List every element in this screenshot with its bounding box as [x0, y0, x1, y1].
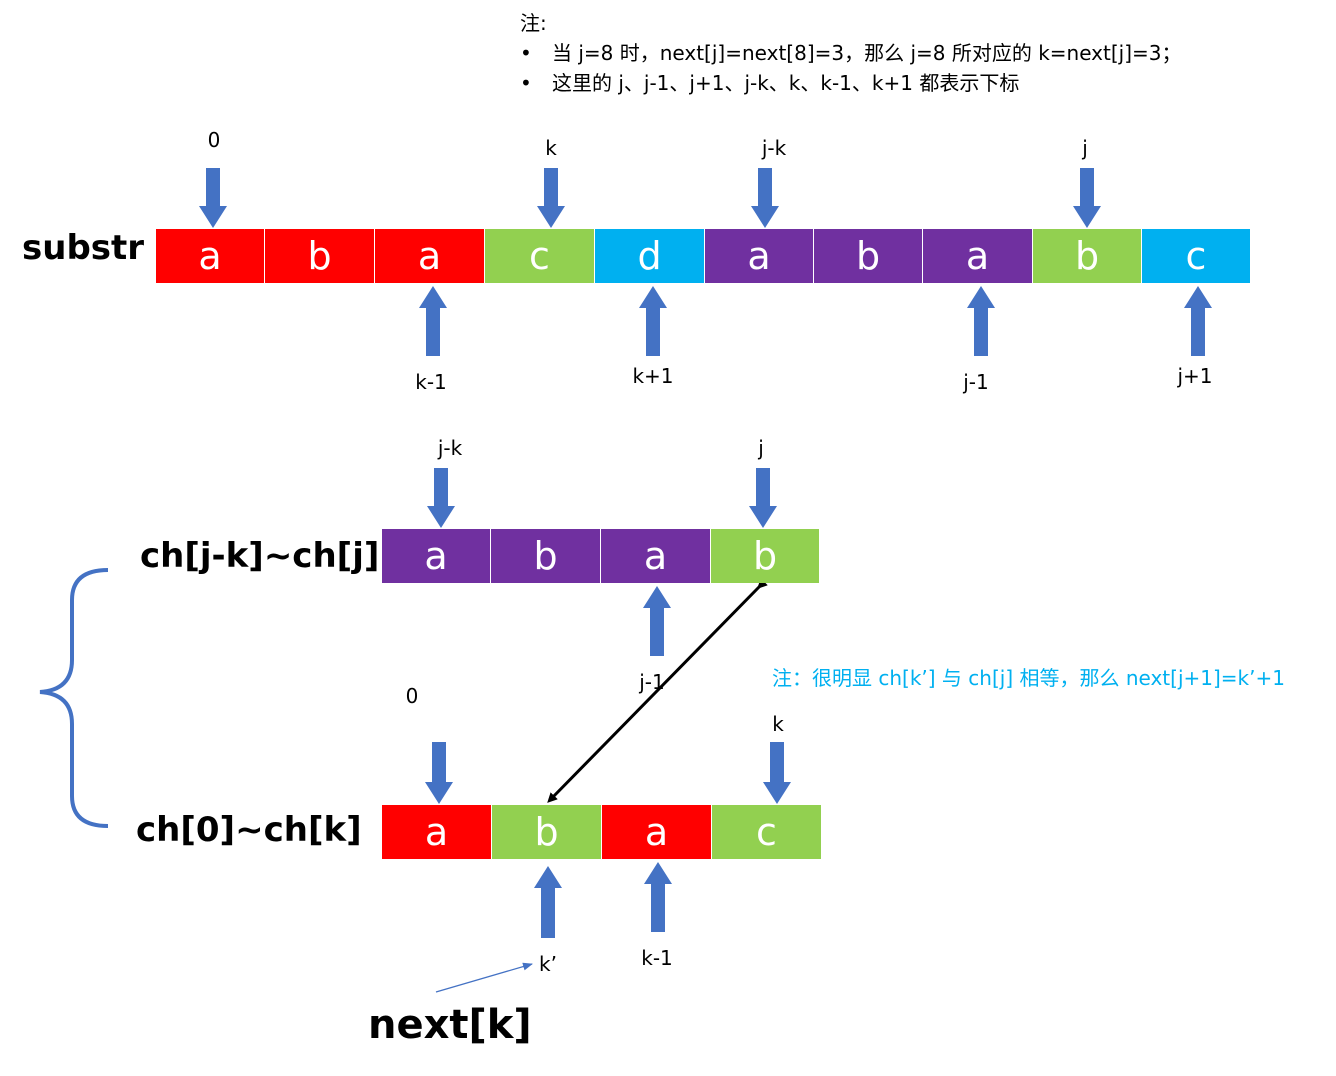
substr-cell-0: a: [156, 229, 265, 283]
curly-brace: [39, 568, 109, 828]
rowjk-arrow-j-1: [643, 586, 671, 656]
row0k-top-label-0: 0: [405, 684, 419, 708]
equality-connector: [547, 578, 768, 803]
rowjk-cell-2: a: [601, 529, 711, 583]
substr-top-label-j: j: [1082, 136, 1088, 160]
row0k-cell-0: a: [382, 805, 492, 859]
substr-bottom-label-k-1: k-1: [415, 370, 447, 394]
substr-cell-9: c: [1142, 229, 1251, 283]
rowjk-top-label-j: j: [758, 436, 764, 460]
top-note: 注: • 当 j=8 时，next[j]=next[8]=3，那么 j=8 所对应…: [520, 8, 1300, 98]
rowjk-arrow-j-k: [427, 468, 455, 528]
substr-arrow-k-1: [419, 286, 447, 356]
substr-top-label-k: k: [545, 136, 557, 160]
substr-cell-1: b: [265, 229, 375, 283]
note-title: 注:: [520, 11, 547, 35]
row0k-bottom-label-k-1: k-1: [641, 946, 673, 970]
substr-arrow-k+1: [639, 286, 667, 356]
row0k-cell-3: c: [712, 805, 822, 859]
substr-label: substr: [22, 228, 145, 268]
rowjk-bottom-label-j-1: j-1: [639, 670, 665, 694]
substr-cell-6: b: [814, 229, 923, 283]
row0k-arrow-k-1: [644, 862, 672, 932]
note-bullet-1: • 当 j=8 时，next[j]=next[8]=3，那么 j=8 所对应的 k…: [520, 38, 1300, 68]
rowjk-top-label-j-k: j-k: [437, 436, 463, 460]
substr-arrow-k: [537, 168, 565, 228]
rowjk-cell-3: b: [711, 529, 820, 583]
substr-arrow-j+1: [1184, 286, 1212, 356]
substr-cell-4: d: [595, 229, 705, 283]
next-pointer: [435, 962, 533, 993]
substr-cell-7: a: [923, 229, 1033, 283]
row0k-arrow-0: [425, 742, 453, 804]
note-bullet-2: • 这里的 j、j-1、j+1、j-k、k、k-1、k+1 都表示下标: [520, 68, 1300, 98]
row0k-arrow-k: [763, 742, 791, 804]
rowjk-cell-0: a: [382, 529, 491, 583]
substr-arrow-j: [1073, 168, 1101, 228]
row0k-bottom-label-k-prime: k’: [539, 952, 557, 976]
substr-bottom-label-j+1: j+1: [1177, 364, 1213, 388]
row-jk-label: ch[j-k]~ch[j]: [140, 536, 380, 576]
substr-bottom-label-k+1: k+1: [632, 364, 674, 388]
cyan-note: 注：很明显 ch[k’] 与 ch[j] 相等，那么 next[j+1]=k’+…: [772, 666, 1285, 690]
substr-cell-5: a: [705, 229, 814, 283]
substr-arrow-j-1: [967, 286, 995, 356]
row0k-top-label-k: k: [772, 712, 784, 736]
substr-cell-2: a: [375, 229, 485, 283]
substr-arrow-j-k: [751, 168, 779, 228]
substr-cell-3: c: [485, 229, 595, 283]
bullet-dot-icon: •: [520, 71, 532, 95]
substr-bottom-label-j-1: j-1: [963, 370, 989, 394]
next-k-label: next[k]: [368, 1002, 532, 1048]
row0k-cell-1: b: [492, 805, 602, 859]
row0k-cell-2: a: [602, 805, 712, 859]
note-bullet-1-text: 当 j=8 时，next[j]=next[8]=3，那么 j=8 所对应的 k=…: [552, 41, 1182, 65]
rowjk-cell-1: b: [491, 529, 601, 583]
substr-arrow-0: [199, 168, 227, 228]
row-0k-label: ch[0]~ch[k]: [136, 810, 362, 850]
bullet-dot-icon: •: [520, 41, 532, 65]
substr-cell-8: b: [1033, 229, 1142, 283]
row0k-arrow-k-prime: [534, 866, 562, 938]
substr-top-label-0: 0: [207, 128, 221, 152]
rowjk-arrow-j: [749, 468, 777, 528]
note-bullet-2-text: 这里的 j、j-1、j+1、j-k、k、k-1、k+1 都表示下标: [552, 71, 1020, 95]
substr-top-label-j-k: j-k: [761, 136, 787, 160]
